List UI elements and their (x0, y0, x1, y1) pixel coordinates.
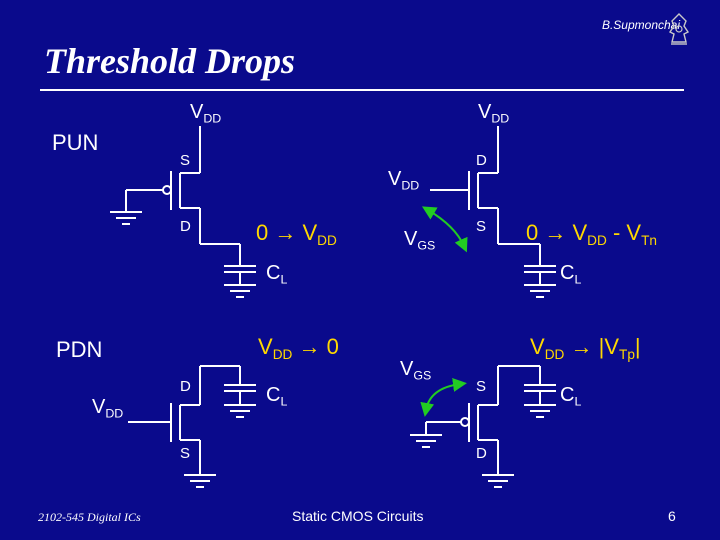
vgs-label: VGS (400, 358, 432, 383)
drain-label: D (476, 152, 487, 169)
load-capacitance-label: CL (266, 262, 288, 287)
drain-label: D (180, 218, 191, 235)
author-label: B.Supmonchai (601, 18, 680, 32)
course-label: 2102-545 Digital ICs (38, 510, 141, 524)
load-capacitor (224, 384, 256, 405)
title-underline (40, 89, 684, 91)
page-number: 6 (668, 508, 676, 524)
drain-label: D (180, 378, 191, 395)
source-label: S (180, 445, 191, 462)
source-label: S (476, 218, 487, 235)
pdn-label: PDN (56, 337, 103, 362)
vgs-arrow (421, 206, 468, 253)
page-title: Threshold Drops (44, 41, 296, 81)
load-capacitor (524, 265, 556, 285)
pun-label: PUN (52, 130, 99, 155)
vgs-label: VGS (404, 228, 436, 253)
ground-symbol (184, 474, 216, 488)
load-capacitance-label: CL (560, 262, 582, 287)
pun-nmos-transistor (430, 126, 499, 244)
pdn-pmos-transistor (425, 366, 499, 475)
load-capacitor (224, 265, 256, 285)
output-transition-label: 0 → VDD - VTn (526, 220, 657, 248)
output-transition-label: VDD → 0 (258, 334, 339, 362)
ground-symbol (524, 404, 556, 418)
ground-symbol (482, 474, 514, 488)
load-capacitance-label: CL (560, 384, 582, 409)
pun-pmos-transistor (125, 126, 201, 244)
output-transition-label: 0 → VDD (256, 220, 337, 248)
gate-vdd-label: VDD (388, 168, 420, 193)
pdn-nmos-transistor (128, 366, 201, 475)
vdd-label: VDD (190, 101, 222, 126)
vgs-arrow (420, 377, 467, 417)
output-transition-label: VDD → |VTp| (530, 334, 641, 362)
ground-symbol (224, 404, 256, 418)
drain-label: D (476, 445, 487, 462)
vdd-label: VDD (478, 101, 510, 126)
ground-symbol (410, 434, 442, 448)
source-label: S (180, 152, 191, 169)
ground-symbol (110, 211, 142, 225)
gate-vdd-label: VDD (92, 396, 124, 421)
topic-label: Static CMOS Circuits (292, 508, 424, 524)
load-capacitor (524, 384, 556, 405)
load-capacitance-label: CL (266, 384, 288, 409)
ground-symbol (524, 284, 556, 298)
ground-symbol (224, 284, 256, 298)
source-label: S (476, 378, 487, 395)
university-seal-icon (668, 13, 690, 45)
